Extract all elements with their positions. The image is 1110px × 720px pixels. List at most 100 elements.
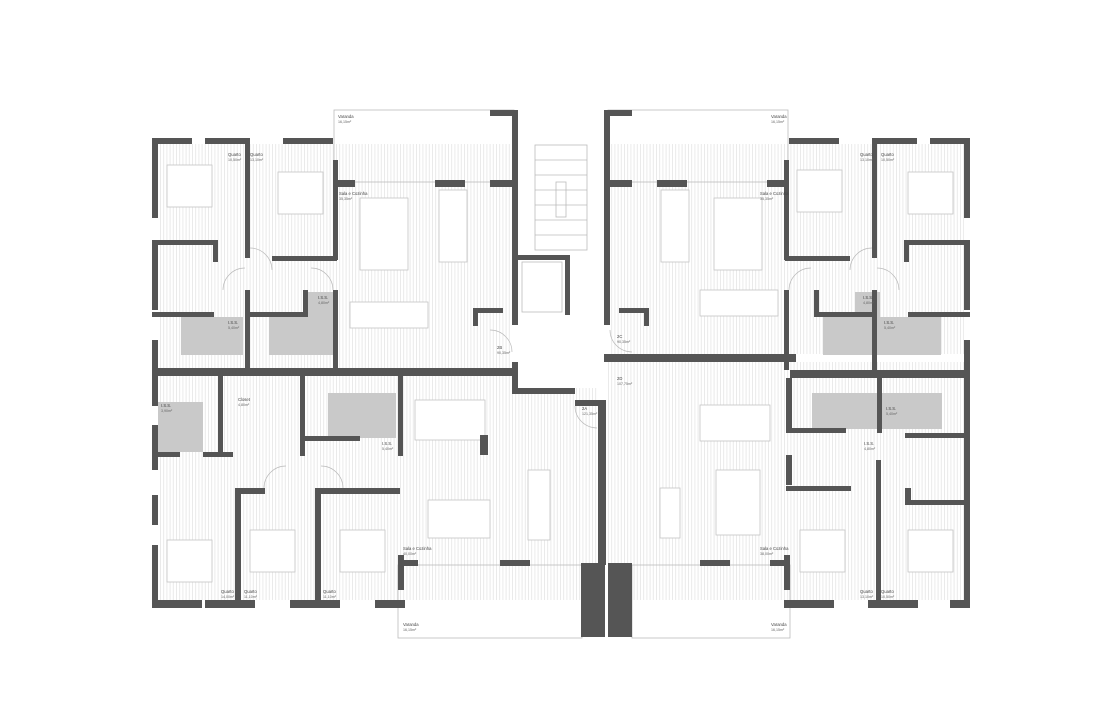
bed [799,529,846,573]
label-tr-bath2: I.S.S.5,40m² [884,320,896,330]
door-swing [876,267,900,291]
wall [218,376,223,456]
dining-table [715,469,761,536]
wall [786,455,792,485]
wall [964,340,970,370]
wall [398,376,403,456]
wall [905,488,911,503]
wall [152,376,158,406]
wall [152,340,158,370]
wall [784,290,789,370]
wall [619,308,649,313]
wall [950,600,970,608]
wall [565,255,570,315]
room-name: Varanda [771,622,787,627]
wall [905,240,970,245]
room-name: Sala e Cozinha [339,191,368,196]
room-name: Quarto [228,152,241,157]
wall [398,560,418,566]
wall [598,400,606,565]
wall [819,312,877,317]
wall [904,240,909,262]
wall [930,138,970,144]
room-area: 13,10m² [860,158,874,162]
wall [512,255,568,260]
walls-top-right [604,110,970,370]
room-area: 13,10m² [860,595,874,599]
wall [245,290,250,370]
door-swing [788,267,812,291]
bath-fill [308,292,333,317]
room-name: 2B [497,345,502,350]
room-area: 4,80m² [238,403,250,407]
wall [872,138,917,144]
wall [283,138,333,144]
kitchen-island [659,487,681,539]
bed [166,164,213,208]
bath-fill [269,317,333,355]
wall [315,488,321,606]
bath-fill [812,393,877,429]
room-name: I.S.S. [864,441,874,446]
wall [604,110,610,325]
bath-fill [328,393,396,438]
wall [814,290,819,317]
wall [152,240,217,245]
door-swing [310,267,334,291]
wall [245,138,250,258]
wall [784,555,790,590]
wall [480,435,488,455]
wall [964,138,970,218]
room-area: 13,10m² [250,158,264,162]
door-swing [849,247,873,271]
wall [767,180,789,187]
wall [964,242,970,310]
wall [152,242,158,310]
dining-table [359,197,409,271]
room-name: Closet [238,397,251,402]
walls-top-left [152,110,518,376]
room-name: Sala e Cozinha [760,191,789,196]
wall [784,160,789,260]
room-name: Sala e Cozinha [760,546,789,551]
bed [249,529,296,573]
wall [575,400,600,406]
room-name: Quarto [323,589,336,594]
wall [303,290,308,317]
dining-table [427,499,491,539]
wall [657,180,687,187]
wall [905,433,965,438]
room-area: 5,40m² [886,412,898,416]
room-area: 16,15m² [338,120,352,124]
wall [272,256,337,261]
kitchen-island [438,189,468,263]
wall [205,600,255,608]
wall [333,160,338,260]
wall [604,354,796,362]
wall [700,560,730,566]
room-area: 121,35m² [582,412,598,416]
wall [152,368,518,376]
room-area: 90,35m² [497,351,511,355]
room-name: I.S.S. [161,403,171,408]
room-area: 11,10m² [244,595,258,599]
label-br-bath2: I.S.S.5,40m² [886,406,898,416]
wall [300,436,360,441]
room-name: 2D [617,376,622,381]
wall [152,138,158,218]
dining-table [713,197,763,271]
wall [604,180,632,187]
wall [784,600,834,608]
room-name: Quarto [860,152,873,157]
room-name: Varanda [403,622,419,627]
